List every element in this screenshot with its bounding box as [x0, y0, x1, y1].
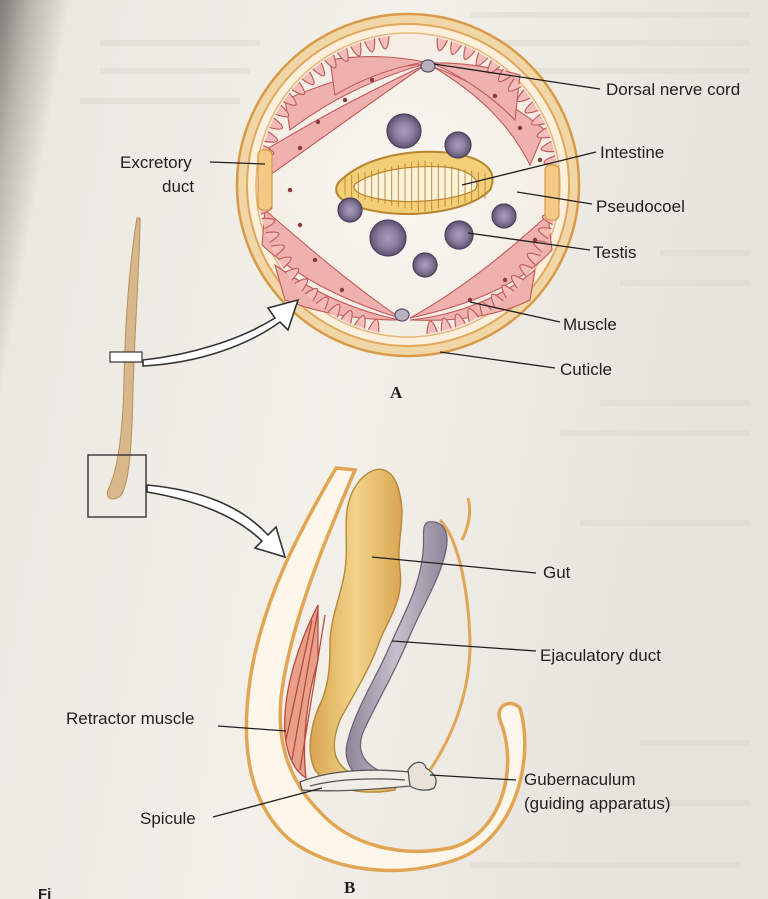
testis-profile [445, 221, 473, 249]
testis-profile [413, 253, 437, 277]
label-gubernaculum-line2: (guiding apparatus) [524, 794, 670, 813]
corner-text: Fi [38, 886, 51, 899]
testis-profile [370, 220, 406, 256]
ventral-nerve-cord [395, 309, 409, 321]
label-excretory-duct-line1: Excretory [120, 153, 192, 172]
testis-profile [387, 114, 421, 148]
label-spicule: Spicule [140, 809, 196, 828]
figure-label-b: B [344, 878, 355, 897]
dorsal-nerve-cord [421, 60, 435, 72]
excretory-duct-left [258, 150, 272, 210]
label-muscle: Muscle [563, 315, 617, 334]
testis-profile [492, 204, 516, 228]
label-dorsal-nerve-cord: Dorsal nerve cord [606, 80, 740, 99]
label-pseudocoel: Pseudocoel [596, 197, 685, 216]
label-gubernaculum-line1: Gubernaculum [524, 770, 636, 789]
worm-overview [88, 218, 146, 517]
excretory-duct-right [545, 165, 559, 220]
section-marker [110, 352, 142, 362]
testis-profile [338, 198, 362, 222]
label-retractor-muscle: Retractor muscle [66, 709, 194, 728]
label-intestine: Intestine [600, 143, 664, 162]
figure-label-a: A [390, 383, 403, 402]
callout-arrows [143, 300, 298, 557]
label-cuticle: Cuticle [560, 360, 612, 379]
label-ejaculatory-duct: Ejaculatory duct [540, 646, 661, 665]
testis-profile [445, 132, 471, 158]
male-tail-diagram [246, 468, 524, 870]
label-excretory-duct-line2: duct [162, 177, 194, 196]
label-testis: Testis [593, 243, 636, 262]
label-gut: Gut [543, 563, 571, 582]
